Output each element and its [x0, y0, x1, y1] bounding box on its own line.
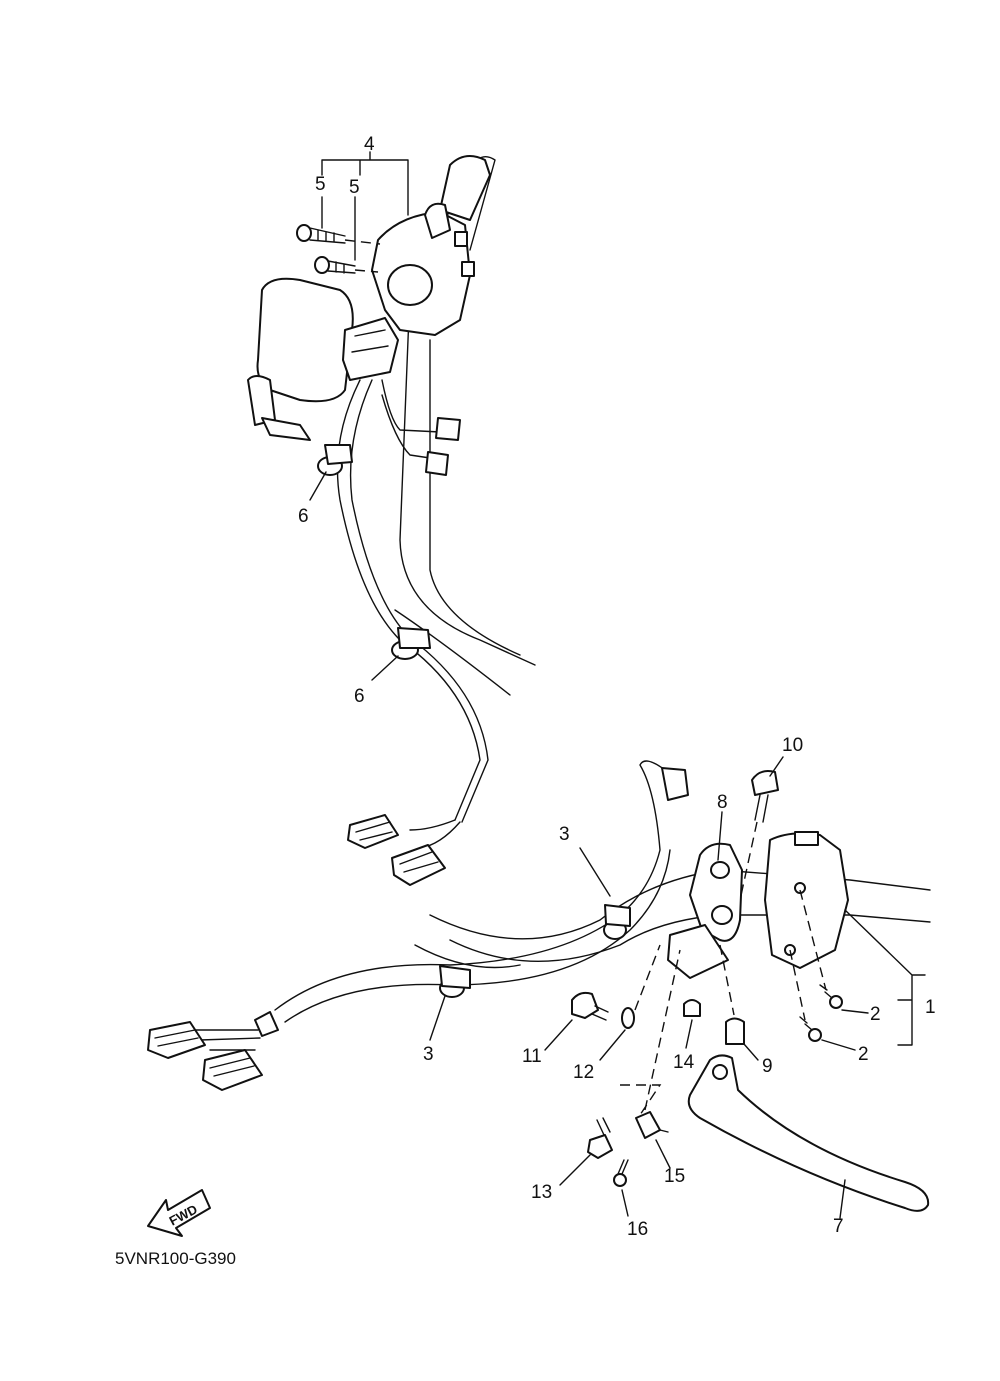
left-switch-housing: [371, 202, 475, 336]
right-switch-housing: [764, 831, 849, 969]
upper-handlebar: [394, 155, 536, 696]
clamp-6-upper: [317, 444, 353, 476]
upper-wires: [336, 379, 489, 823]
fwd-arrow-icon: FWD: [147, 1189, 211, 1237]
screw-10: [739, 770, 779, 901]
callout-3-b: 3: [423, 1044, 434, 1065]
screws-2: [789, 889, 843, 1042]
clamp-3-lower: [439, 965, 471, 998]
lower-wiring-harness: [274, 760, 689, 1023]
screws-5: [296, 224, 381, 274]
callout-12: 12: [573, 1062, 594, 1083]
upper-connectors: [347, 814, 461, 886]
screw-16: [613, 1159, 629, 1187]
callout-4: 4: [364, 134, 375, 155]
callout-11: 11: [522, 1046, 542, 1067]
lever-holder-8: [667, 842, 743, 979]
callout-14: 14: [673, 1052, 695, 1073]
connector-block-upper: [342, 317, 399, 381]
callout-10: 10: [782, 735, 803, 756]
callout-13: 13: [531, 1182, 552, 1203]
callout-5-b: 5: [349, 177, 360, 198]
collar-9: [719, 944, 745, 1045]
callout-16: 16: [627, 1219, 648, 1240]
callout-2-b: 2: [858, 1044, 869, 1065]
lower-connectors: [147, 1011, 279, 1091]
clamp-3-upper: [603, 904, 631, 940]
callout-6-b: 6: [354, 686, 365, 707]
bolt-11: [571, 991, 609, 1021]
washer-12: [621, 944, 661, 1029]
callout-8: 8: [717, 792, 728, 813]
callout-9: 9: [762, 1056, 773, 1077]
callout-7: 7: [833, 1216, 844, 1237]
relay-box: [247, 277, 354, 441]
nut-14: [683, 999, 701, 1017]
callout-labels: 4 5 5 6 6 3 3 1 2 2 8 10 11 12 14 9 13 1…: [298, 134, 936, 1240]
callout-2-a: 2: [870, 1004, 881, 1025]
callout-5-a: 5: [315, 174, 326, 195]
clamp-6-lower: [391, 627, 431, 660]
switch-15: [635, 949, 681, 1139]
callout-6-a: 6: [298, 506, 309, 527]
callout-3-a: 3: [559, 824, 570, 845]
callout-15: 15: [664, 1166, 685, 1187]
lever-7: [687, 1054, 930, 1212]
diagram-code: 5VNR100-G390: [115, 1249, 236, 1268]
callout-1: 1: [925, 997, 936, 1018]
callout-leaders: [309, 151, 926, 1219]
